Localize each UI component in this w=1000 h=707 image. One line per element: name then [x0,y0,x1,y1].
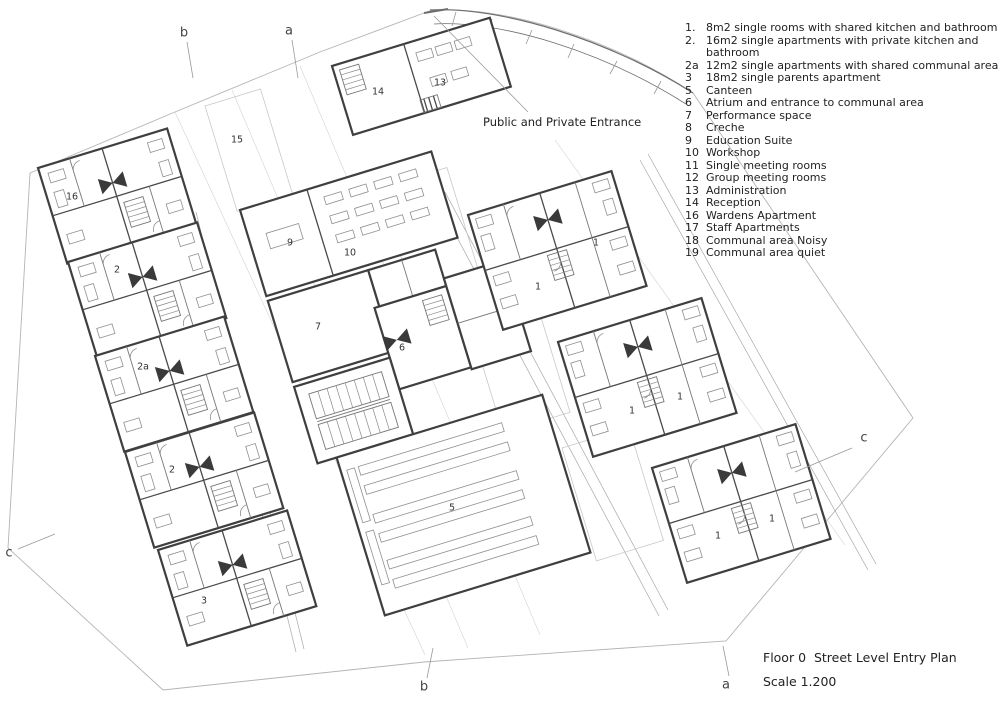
legend-item-number: 14 [685,196,699,209]
room-label-performance-7: 7 [314,321,322,333]
legend-item-number: 18 [685,233,699,247]
legend-item-number: 10 [685,146,699,159]
canteen-block [335,393,592,617]
legend-item-number: 2. [685,33,696,47]
legend-item: 12 Group meeting rooms [685,171,1000,185]
cluster-rooms-1-middle [558,298,737,457]
education-workshop-block [238,150,459,298]
room-label-canteen-5: 5 [448,502,456,514]
legend-item: 11 Single meeting rooms [685,158,1000,173]
section-marker-c-right: c [860,430,868,446]
legend-item: 17 Staff Apartments [685,221,1000,235]
legend-item: 6 Atrium and entrance to communal area [685,96,1000,110]
legend-item-number: 17 [685,221,699,234]
legend-item-text: Creche [706,121,745,134]
legend-item: 3 18m2 single parents apartment [685,71,1000,85]
room-label-1c: 1 [628,405,636,417]
room-label-1a: 1 [534,281,542,293]
legend-item: 2. 16m2 single apartments with private ki… [685,33,1000,60]
legend-item: 19 Communal area quiet [685,246,1000,260]
room-label-workshop-10: 10 [343,247,357,259]
cluster-rooms-1-south [652,424,831,583]
section-marker-a-top: a [285,23,293,39]
legend-item-number: 9 [685,133,692,147]
legend-item-text: Communal area quiet [706,246,826,259]
legend-item: 8 Creche [685,121,1000,135]
legend-item-number: 11 [685,158,699,172]
central-block [238,150,592,617]
room-label-education-9: 9 [286,237,294,249]
legend-item-number: 3 [685,71,692,84]
legend-item: 1. 8m2 single rooms with shared kitchen a… [685,21,1000,35]
legend-item-text: Administration [706,183,787,197]
road-curve [423,8,694,105]
room-label-apt2-lower: 2 [168,464,176,476]
entrance-label: Public and Private Entrance [483,115,642,129]
legend-item: 14 Reception [685,196,1000,210]
plan-scale: Scale 1.200 [763,674,837,689]
legend-item-number: 12 [685,171,699,184]
legend-item-number: 6 [685,96,692,109]
legend-item: 18 Communal area Noisy [685,233,1000,248]
room-label-admin-13: 13 [433,77,447,89]
legend-item-number: 7 [685,108,692,122]
legend-item-number: 13 [685,183,699,197]
section-marker-b-top: b [179,25,189,41]
legend-item-text: Group meeting rooms [706,171,827,184]
room-label-reception-14: 14 [371,86,385,98]
plan-title: Floor 0 Street Level Entry Plan [763,650,957,665]
room-label-1b: 1 [592,237,600,249]
legend-item-text: Atrium and entrance to communal area [706,96,924,109]
legend-item-number: 8 [685,121,692,134]
room-label-1d: 1 [676,391,684,403]
legend-item-number: 5 [685,83,692,97]
legend-item-text: Staff Apartments [706,221,800,234]
section-leader-lines [17,15,853,679]
legend-item-text: 16m2 single apartments with private kitc… [706,33,979,59]
cluster-rooms-1-north [468,171,647,330]
legend-item: 5 Canteen [685,83,1000,98]
room-label-1f: 1 [768,513,776,525]
legend-item: 13 Administration [685,183,1000,198]
legend-item-text: Reception [706,196,761,209]
room-label-walkway-15: 15 [230,134,244,146]
legend-item-text: 18m2 single parents apartment [706,71,881,84]
entrance-steps [419,94,442,113]
legend-item-text: Single meeting rooms [706,158,827,172]
legend-item-number: 2a [685,58,699,72]
legend-item-text: Education Suite [706,133,793,147]
section-marker-a-bottom: a [722,677,730,693]
legend-item-number: 1. [685,21,696,34]
room-label-apt2-upper: 2 [113,264,121,276]
room-label-wardens-16: 16 [65,191,79,203]
legend-item-number: 19 [685,246,699,259]
legend-item-number: 16 [685,208,699,222]
legend-item: 10 Workshop [685,146,1000,160]
legend-item-text: Workshop [706,146,761,159]
legend-item-text: Performance space [706,108,812,122]
room-label-apt3: 3 [200,595,208,607]
legend-item-text: 12m2 single apartments with shared commu… [706,58,999,72]
legend-item: 2a 12m2 single apartments with shared com… [685,58,1000,73]
room-label-atrium-6: 6 [398,342,406,354]
legend-item-text: Canteen [706,83,753,97]
legend-item: 7 Performance space [685,108,1000,123]
room-label-1e: 1 [714,530,722,542]
legend-item: 16 Wardens Apartment [685,208,1000,223]
legend-item-text: Wardens Apartment [706,208,817,222]
legend-item: 9 Education Suite [685,133,1000,148]
reception-admin-block [330,16,513,137]
legend-item-text: Communal area Noisy [706,233,828,247]
section-marker-c-left: c [5,545,13,561]
section-marker-b-bottom: b [419,679,429,695]
legend: 1. 8m2 single rooms with shared kitchen a… [685,21,1000,260]
legend-item-text: 8m2 single rooms with shared kitchen and… [706,21,998,34]
room-label-apt2a: 2a [137,361,149,373]
